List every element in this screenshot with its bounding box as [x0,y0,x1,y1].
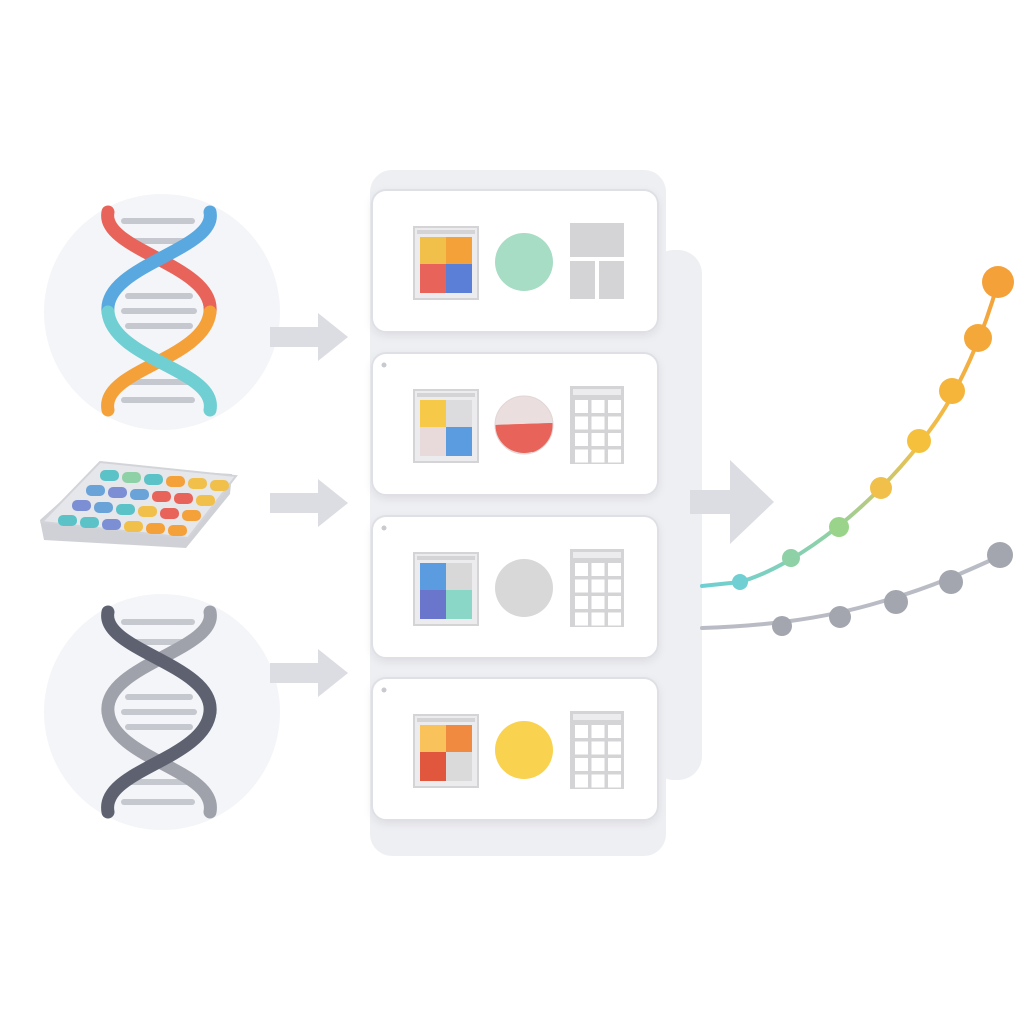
output-curves [700,266,1014,636]
pie-chart-icon [494,395,554,455]
curve-point [870,477,892,499]
chip-cell [166,476,185,487]
chip-cell [100,470,119,481]
chip-cell [124,521,143,532]
curve-point [772,616,792,636]
panel-dot [381,362,387,368]
circle-icon [495,233,553,291]
arrow-right-icon [270,479,348,527]
chip-cell [102,519,121,530]
chip-cell [182,510,201,521]
chip-cell [138,506,157,517]
chip-cell [122,472,141,483]
circle-icon [495,721,553,779]
heatmap-icon [413,226,479,300]
chip-cell [72,500,91,511]
curve-point [982,266,1014,298]
chip-cell [94,502,113,513]
chip-cell [210,480,229,491]
chip-cell [152,491,171,502]
heatmap-icon [413,552,479,626]
curve-point [829,517,849,537]
input-dna-colored [44,194,280,430]
curve-point [939,378,965,404]
gray-trend-line [700,554,1002,630]
analysis-panel [371,515,659,659]
chip-cell [116,504,135,515]
chip-cell [196,495,215,506]
chip-cell [188,478,207,489]
table-grid-icon [570,549,624,627]
chip-cell [58,515,77,526]
chip-cell [146,523,165,534]
chip-cell [168,525,187,536]
output-arrow-icon [690,460,774,544]
analysis-panel [371,189,659,333]
curve-point [782,549,800,567]
curve-point [939,570,963,594]
curve-point [987,542,1013,568]
chip-cell [144,474,163,485]
curve-point [884,590,908,614]
arrow-right-icon [270,313,348,361]
chip-cell [86,485,105,496]
table-grid-icon [570,711,624,789]
curve-point [829,606,851,628]
microarray-chip-icon [39,460,238,548]
colored-trend-line [700,280,1000,588]
circle-icon [495,559,553,617]
panel-stack-side [650,250,702,780]
curve-point [732,574,748,590]
layout-icon [570,223,624,299]
analysis-panel [371,677,659,821]
curve-point [907,429,931,453]
analysis-panel [371,352,659,496]
heatmap-icon [413,714,479,788]
input-microarray-chip [39,460,238,548]
panel-dot [381,687,387,693]
dna-helix-icon [101,205,217,417]
curve-point [964,324,992,352]
chip-cell [130,489,149,500]
chip-cell [160,508,179,519]
input-arrows [270,313,348,697]
analysis-panel-stack [370,170,702,856]
panel-dot [381,525,387,531]
arrow-right-icon [270,649,348,697]
heatmap-icon [413,389,479,463]
input-dna-gray [44,594,280,830]
dna-helix-icon [101,605,217,819]
chip-cell [80,517,99,528]
chip-cell [174,493,193,504]
chip-cell [108,487,127,498]
table-grid-icon [570,386,624,464]
